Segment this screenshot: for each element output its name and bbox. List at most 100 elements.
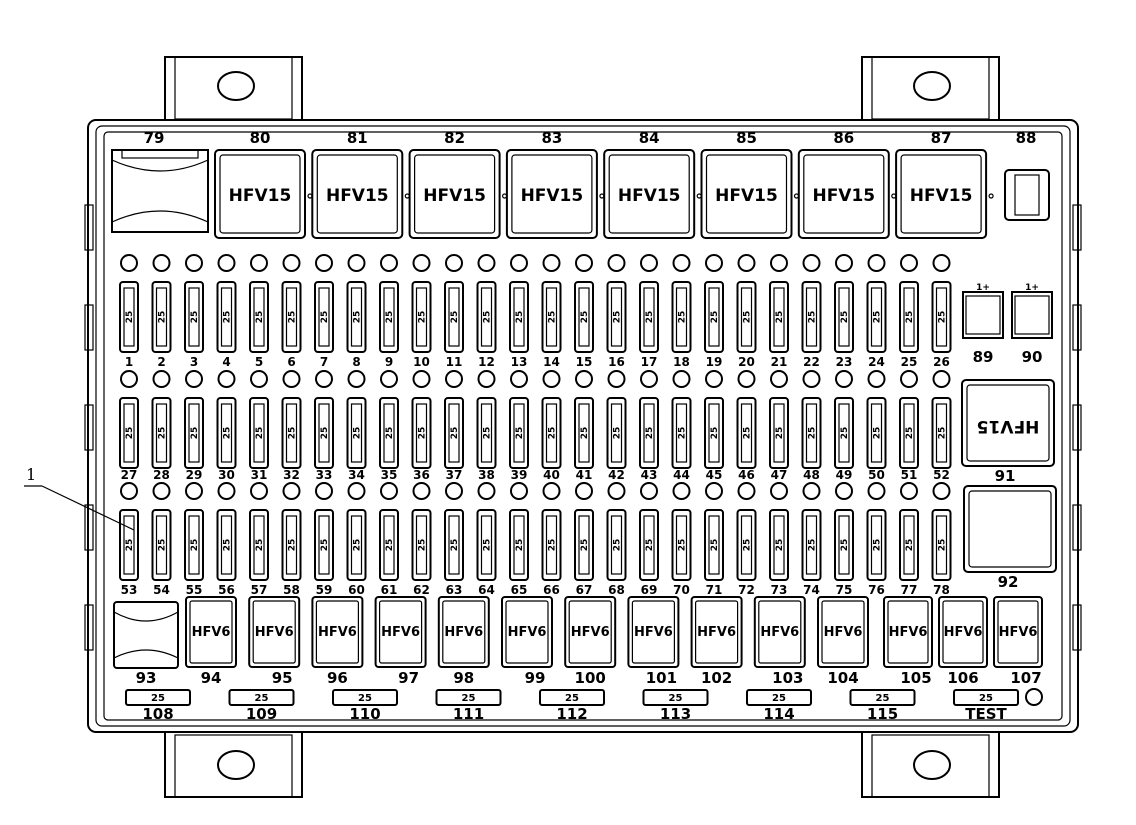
fuse-63-label: 63 bbox=[446, 583, 463, 597]
fuse-76-rating: 25 bbox=[873, 539, 883, 552]
fuse-48-rating: 25 bbox=[808, 427, 818, 440]
fuse-12-label: 12 bbox=[478, 355, 495, 369]
fuse-25-rating: 25 bbox=[905, 311, 915, 324]
housing-outline bbox=[84, 119, 1082, 733]
fuse-30-rating: 25 bbox=[223, 427, 233, 440]
fuse-59-label: 59 bbox=[316, 583, 333, 597]
relay-96-type: HFV6 bbox=[318, 625, 357, 640]
relay-104-type: HFV6 bbox=[824, 625, 863, 640]
relay-80-type: HFV15 bbox=[229, 186, 292, 206]
relay-100-type: HFV6 bbox=[571, 625, 610, 640]
fuse-60-label: 60 bbox=[348, 583, 365, 597]
fuse-50-label: 50 bbox=[868, 468, 885, 482]
fuse-110-rating: 25 bbox=[358, 693, 372, 704]
fuse-112-label: 112 bbox=[556, 705, 587, 723]
relay-89-mark: 1+ bbox=[976, 283, 990, 293]
fuse-3: 253 bbox=[184, 254, 204, 369]
relay-91-type: HFV15 bbox=[977, 416, 1040, 436]
relay-85-type: HFV15 bbox=[715, 186, 778, 206]
fuse-8-rating: 25 bbox=[353, 311, 363, 324]
fuse-55-rating: 25 bbox=[190, 539, 200, 552]
fuse-4-rating: 25 bbox=[223, 311, 233, 324]
mount-bracket-bottom-right bbox=[861, 726, 1000, 798]
fuse-64-rating: 25 bbox=[483, 539, 493, 552]
fuse-holder-93: 93 bbox=[113, 601, 179, 687]
fuse-77-rating: 25 bbox=[905, 539, 915, 552]
fuse-7-rating: 25 bbox=[320, 311, 330, 324]
fuse-108-rating: 25 bbox=[151, 693, 165, 704]
fuse-20-rating: 25 bbox=[743, 311, 753, 324]
fuse-18-rating: 25 bbox=[678, 311, 688, 324]
fuse-16-label: 16 bbox=[608, 355, 625, 369]
relay-86-label: 86 bbox=[833, 129, 854, 147]
fuse-66-label: 66 bbox=[543, 583, 560, 597]
fuse-37-rating: 25 bbox=[450, 427, 460, 440]
relay-84-label: 84 bbox=[639, 129, 660, 147]
bottom-relay-row: 93HFV694HFV695HFV696HFV697HFV698HFV699HF… bbox=[113, 596, 1043, 687]
fuse-19-label: 19 bbox=[706, 355, 723, 369]
fuse-8: 258 bbox=[346, 254, 367, 369]
fuse-71-rating: 25 bbox=[710, 539, 720, 552]
fuse-holder-93-label: 93 bbox=[136, 669, 157, 687]
relay-95-type: HFV6 bbox=[255, 625, 294, 640]
fuse-40-label: 40 bbox=[543, 468, 560, 482]
fuse-13-rating: 25 bbox=[515, 311, 525, 324]
fuse-42-label: 42 bbox=[608, 468, 625, 482]
fuse-35-label: 35 bbox=[381, 468, 398, 482]
fuse-62-label: 62 bbox=[413, 583, 430, 597]
callout-label: 1 bbox=[26, 465, 36, 484]
fuse-44-label: 44 bbox=[673, 468, 690, 482]
fuse-1-label: 1 bbox=[125, 355, 133, 369]
fuse-68-rating: 25 bbox=[613, 539, 623, 552]
relay-89: 1+89 bbox=[962, 283, 1004, 366]
fuse-3-label: 3 bbox=[190, 355, 198, 369]
relay-92-label: 92 bbox=[998, 573, 1019, 591]
fuse-74-label: 74 bbox=[803, 583, 820, 597]
relay-99-label: 99 bbox=[525, 669, 546, 687]
fuse-42-rating: 25 bbox=[613, 427, 623, 440]
fuse-73-rating: 25 bbox=[775, 539, 785, 552]
fuse-41-rating: 25 bbox=[580, 427, 590, 440]
fuse-36-label: 36 bbox=[413, 468, 430, 482]
fuse-77-label: 77 bbox=[901, 583, 918, 597]
relay-105-type: HFV6 bbox=[889, 625, 928, 640]
fuse-holder-79-label: 79 bbox=[144, 129, 165, 147]
relay-94-type: HFV6 bbox=[192, 625, 231, 640]
relay-90-mark: 1+ bbox=[1025, 283, 1039, 293]
